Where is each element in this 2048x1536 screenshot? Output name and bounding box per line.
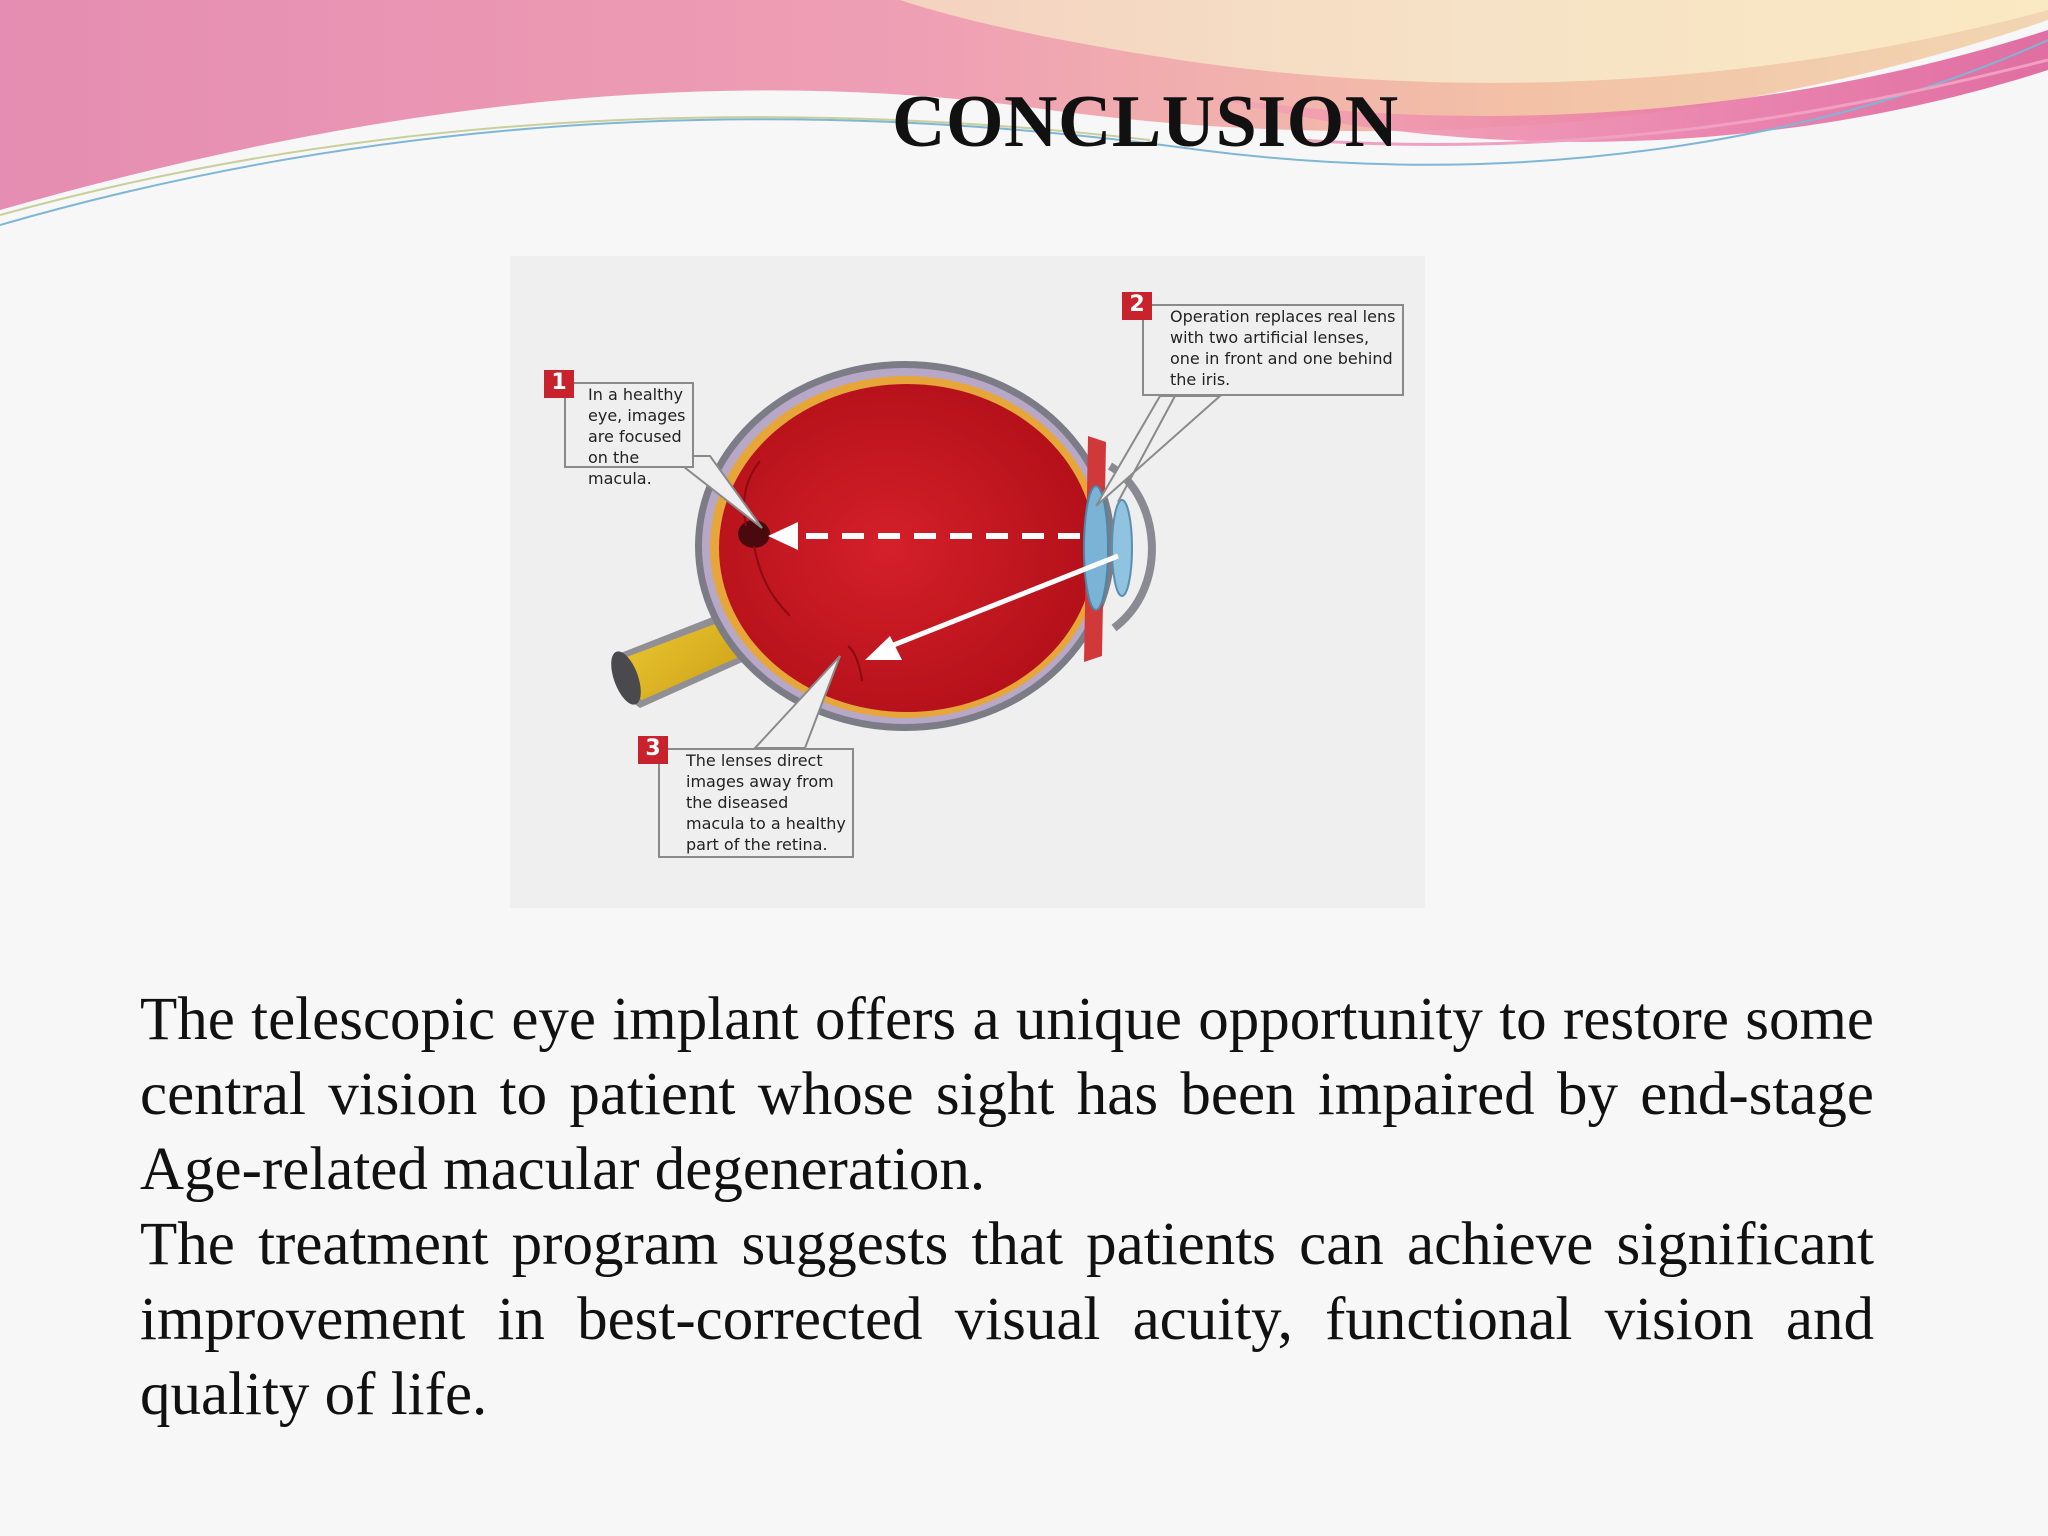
callout-1-text: In a healthy eye, images are focused on … bbox=[588, 385, 686, 488]
header-wave-banner bbox=[0, 0, 2048, 226]
artificial-lens-back bbox=[1083, 485, 1109, 611]
callout-2-badge: 2 bbox=[1122, 292, 1152, 320]
redirect-path-arrow bbox=[885, 553, 1119, 651]
arrow-head-icon bbox=[768, 522, 798, 550]
artificial-lens-front bbox=[1111, 499, 1133, 597]
callout-1: 1 In a healthy eye, images are focused o… bbox=[544, 370, 694, 488]
paragraph-2: The treatment program suggests that pati… bbox=[140, 1211, 1874, 1428]
callout-2-text: Operation replaces real lens with two ar… bbox=[1170, 307, 1396, 389]
paragraph-1: The telescopic eye implant offers a uniq… bbox=[140, 986, 1874, 1203]
eye-cross-section-illustration bbox=[611, 361, 1223, 749]
callout-1-badge: 1 bbox=[544, 370, 574, 398]
slide-title: CONCLUSION bbox=[892, 81, 1399, 163]
eye-implant-diagram: 1 In a healthy eye, images are focused o… bbox=[510, 256, 1425, 908]
conclusion-body: The telescopic eye implant offers a uniq… bbox=[140, 982, 1874, 1432]
callout-3-badge: 3 bbox=[638, 736, 668, 764]
callout-3-text: The lenses direct images away from the d… bbox=[686, 751, 846, 854]
macula-spot bbox=[738, 520, 770, 548]
arrow-head-icon bbox=[865, 636, 902, 660]
eyeball-interior bbox=[719, 384, 1095, 712]
callout-2: 2 Operation replaces real lens with two … bbox=[1122, 292, 1404, 396]
callout-2-pointer bbox=[1095, 395, 1223, 507]
callout-3: 3 The lenses direct images away from the… bbox=[638, 736, 854, 858]
